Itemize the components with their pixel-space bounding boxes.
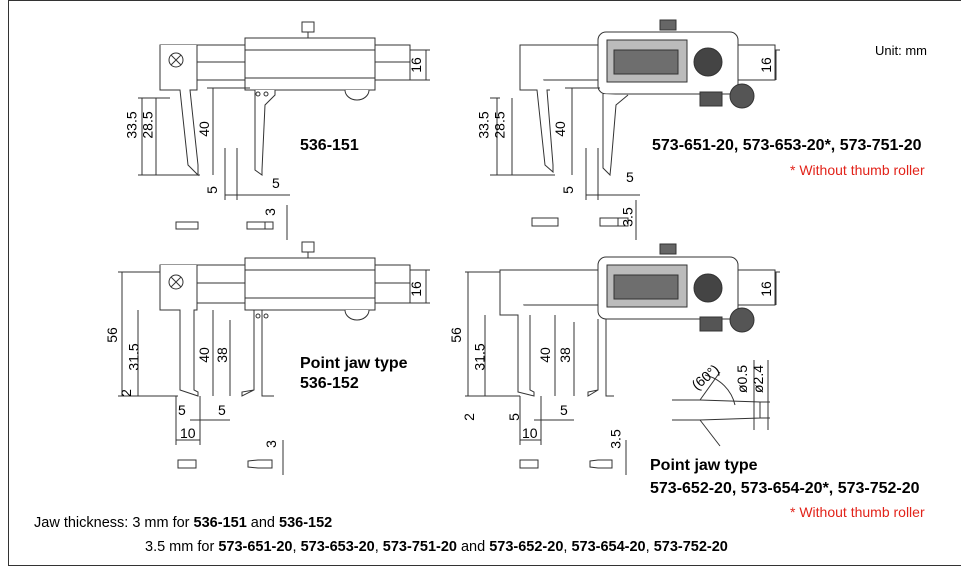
dim-40-c: 40 xyxy=(195,347,212,363)
model-label-573-651-20: 573-651-20, 573-653-20*, 573-751-20 xyxy=(652,137,922,154)
footer-line-1-and: and xyxy=(246,515,280,531)
footer-model-573-654-20: 573-654-20 xyxy=(571,539,646,555)
dim-38-a: 38 xyxy=(213,347,230,363)
dim-3-b: 3 xyxy=(262,440,279,448)
caliper-573-652-20 xyxy=(465,243,780,475)
dim-3-a: 3 xyxy=(261,208,278,216)
model-label-573-652-20: 573-652-20, 573-654-20*, 573-752-20 xyxy=(650,480,920,497)
dim-16-b: 16 xyxy=(757,57,774,73)
footer-line-1: Jaw thickness: 3 mm for 536-151 and 536-… xyxy=(34,516,332,531)
dim-33-5-b: 33.5 xyxy=(475,111,492,139)
caliper-536-152 xyxy=(118,241,430,475)
dim-5-c: 5 xyxy=(559,186,576,194)
dim-31-5-b: 31.5 xyxy=(471,343,488,371)
dim-3-5-b: 3.5 xyxy=(607,429,624,449)
dim-5-a: 5 xyxy=(203,186,220,194)
footer-line-1-prefix: Jaw thickness: 3 mm for xyxy=(34,515,194,531)
dim-28-5-a: 28.5 xyxy=(139,111,156,139)
dim-28-5-b: 28.5 xyxy=(491,111,508,139)
model-label-536-152: 536-152 xyxy=(300,375,359,392)
footer-sep-1: , xyxy=(292,539,301,555)
footer-model-573-751-20: 573-751-20 xyxy=(382,539,457,555)
footer-sep-3: , xyxy=(563,539,572,555)
dim-33-5-a: 33.5 xyxy=(123,111,140,139)
footer-line-2: 3.5 mm for 573-651-20, 573-653-20, 573-7… xyxy=(145,540,728,555)
dim-38-b: 38 xyxy=(556,347,573,363)
dim-5-b: 5 xyxy=(272,175,280,191)
dim-2-a: 2 xyxy=(117,389,134,397)
footer-model-573-652-20: 573-652-20 xyxy=(489,539,564,555)
note-without-thumb-roller-1: * Without thumb roller xyxy=(790,162,925,178)
dim-40-a: 40 xyxy=(195,121,212,137)
dim-40-d: 40 xyxy=(536,347,553,363)
dim-5-e: 5 xyxy=(178,402,186,418)
dim-5-g: 5 xyxy=(505,413,522,421)
dim-16-c: 16 xyxy=(407,281,424,297)
footer-model-573-752-20: 573-752-20 xyxy=(653,539,728,555)
dim-2-b: 2 xyxy=(460,413,477,421)
footer-model-573-653-20: 573-653-20 xyxy=(300,539,375,555)
footer-line-2-and: and xyxy=(456,539,490,555)
dim-56-b: 56 xyxy=(447,327,464,343)
dim-5-h: 5 xyxy=(560,402,568,418)
model-label-point-jaw-1: Point jaw type xyxy=(300,355,408,372)
caliper-536-151 xyxy=(138,21,430,240)
dim-56-a: 56 xyxy=(103,327,120,343)
dim-diameter-0-5: ø0.5 xyxy=(734,364,751,394)
footer-sep-4: , xyxy=(645,539,654,555)
unit-label: Unit: mm xyxy=(875,43,927,58)
footer-sep-2: , xyxy=(374,539,383,555)
dim-5-f: 5 xyxy=(218,402,226,418)
dim-16-d: 16 xyxy=(757,281,774,297)
note-without-thumb-roller-2: * Without thumb roller xyxy=(790,504,925,520)
footer-model-536-151: 536-151 xyxy=(193,515,247,531)
footer-model-573-651-20: 573-651-20 xyxy=(218,539,293,555)
dim-diameter-2-4: ø2.4 xyxy=(750,364,767,394)
dim-10-a: 10 xyxy=(180,425,196,441)
dim-10-b: 10 xyxy=(522,425,538,441)
dim-31-5-a: 31.5 xyxy=(125,343,142,371)
footer-model-536-152: 536-152 xyxy=(279,515,333,531)
footer-line-2-prefix: 3.5 mm for xyxy=(145,539,219,555)
dim-16-a: 16 xyxy=(407,57,424,73)
dim-40-b: 40 xyxy=(551,121,568,137)
caliper-573-651-20 xyxy=(490,19,780,240)
dim-3-5-a: 3.5 xyxy=(619,207,636,227)
dim-5-d: 5 xyxy=(626,169,634,185)
model-label-point-jaw-2: Point jaw type xyxy=(650,457,758,474)
model-label-536-151: 536-151 xyxy=(300,137,359,154)
